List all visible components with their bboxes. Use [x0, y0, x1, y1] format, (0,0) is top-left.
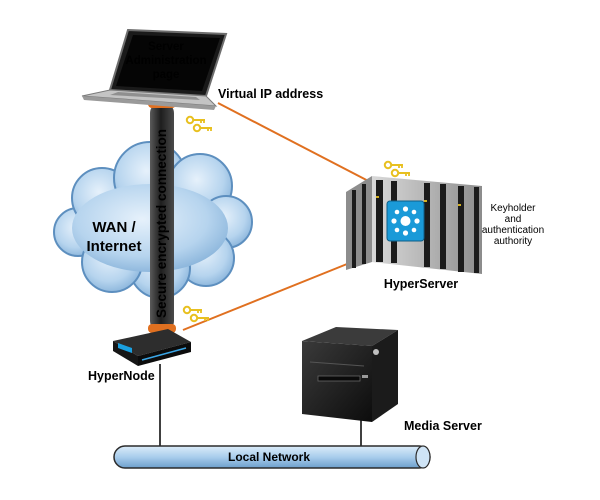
local-network-label: Local Network [228, 450, 310, 464]
keyholder-label-line3: authentication [482, 225, 544, 236]
connection-line-hypernode-server [182, 261, 353, 331]
server-rack-icon [346, 176, 482, 274]
tunnel-label: Secure encrypted connection [154, 129, 169, 318]
laptop-screen-line1: Server [148, 41, 184, 53]
cloud-label-line1: WAN / [92, 219, 136, 236]
virtual-ip-label: Virtual IP address [218, 87, 323, 101]
router-icon [113, 329, 191, 366]
key-icon [182, 305, 203, 315]
keyholder-label-line1: Keyholder [490, 203, 536, 214]
laptop-icon [81, 28, 228, 110]
key-icon [192, 123, 213, 133]
local-network-pipe [113, 445, 431, 469]
key-icon [390, 168, 411, 178]
laptop-screen-line2: Administration [125, 55, 206, 67]
keyholder-label-line4: authority [494, 236, 532, 247]
media-server-icon [302, 327, 398, 422]
keyholder-label-line2: and [505, 214, 522, 225]
hypernode-label: HyperNode [88, 369, 155, 383]
media-server-label: Media Server [404, 419, 482, 433]
key-icon [383, 160, 404, 170]
cloud-label-line2: Internet [86, 238, 141, 255]
cloud-icon [53, 141, 253, 299]
hyperserver-label: HyperServer [384, 277, 458, 291]
key-icon [185, 115, 206, 125]
connection-line-laptop-server [217, 102, 379, 187]
laptop-screen-line3: page [153, 69, 180, 81]
